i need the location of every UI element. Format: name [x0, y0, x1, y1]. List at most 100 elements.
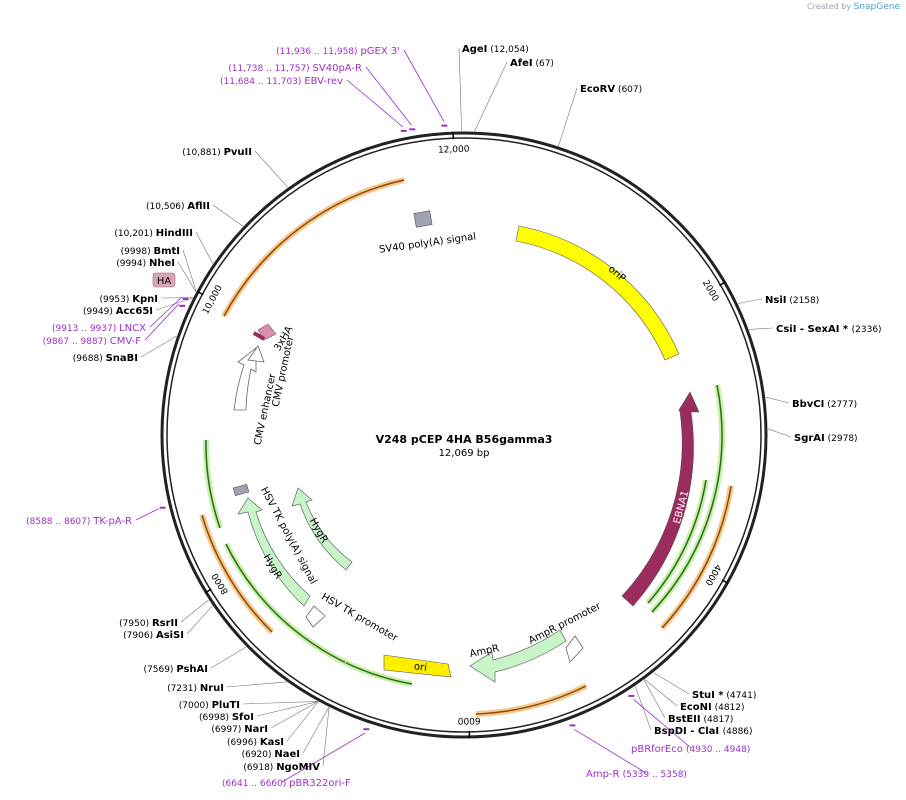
- site-label-ngomiv[interactable]: (6918) NgoMIV: [243, 762, 320, 773]
- site-label-bmti[interactable]: (9998) BmtI: [121, 246, 180, 257]
- site-label-snabi[interactable]: (9688) SnaBI: [73, 353, 138, 364]
- feature-ampr-promoter[interactable]: [565, 635, 584, 663]
- site-line-bbvci: [765, 396, 790, 404]
- site-name-pshai: PshAI: [176, 664, 208, 675]
- primer-label-ebv-rev[interactable]: (11,684 .. 11,703) EBV-rev: [220, 76, 343, 87]
- site-pos-aflii: (10,506): [146, 202, 187, 212]
- site-label-bsteii[interactable]: BstEII (4817): [668, 714, 733, 725]
- feature-cmv-promoter[interactable]: [247, 345, 265, 363]
- site-label-kpni[interactable]: (9953) KpnI: [99, 294, 158, 305]
- backbone-outer: [160, 131, 768, 739]
- site-label-pluti[interactable]: (7000) PluTI: [179, 700, 240, 711]
- feature-sv40-polya[interactable]: [413, 210, 433, 228]
- tick-10000: [196, 290, 204, 296]
- primer-range-ebv-rev: (11,684 .. 11,703): [220, 77, 304, 87]
- primer-line-sv40pa-r: [365, 66, 412, 126]
- site-label-sgrai[interactable]: SgrAI (2978): [794, 433, 858, 444]
- site-pos-afei: (67): [533, 59, 554, 69]
- snapgene-logo: SnapGene: [853, 2, 900, 12]
- site-label-nari[interactable]: (6997) NarI: [211, 724, 268, 735]
- feature-hsv-tk-polya[interactable]: [232, 483, 250, 497]
- site-label-acc65i[interactable]: (9949) Acc65I: [83, 306, 153, 317]
- tick-4000: [721, 579, 729, 585]
- site-label-aflii[interactable]: (10,506) AflII: [146, 201, 210, 212]
- primer-label-amp-r[interactable]: Amp-R (5339 .. 5358): [586, 769, 687, 780]
- primer-label-pgex-3[interactable]: (11,936 .. 11,958) pGEX 3': [276, 46, 400, 57]
- site-pos-nsii: (2158): [786, 296, 819, 306]
- orf-arc-bottom-orange: [475, 683, 588, 717]
- primer-label-pbrforeco[interactable]: pBRforEco (4930 .. 4948): [631, 744, 750, 755]
- site-label-stui[interactable]: StuI * (4741): [692, 690, 756, 701]
- site-label-hindiii[interactable]: (10,201) HindIII: [114, 228, 193, 239]
- site-name-econi: EcoNI: [680, 702, 712, 713]
- site-name-acc65i: Acc65I: [116, 306, 153, 317]
- site-name-afei: AfeI: [510, 58, 533, 69]
- site-line-pvuii: [254, 150, 288, 188]
- site-line-snabi: [140, 335, 177, 358]
- primer-name-ebv-rev: EBV-rev: [304, 76, 343, 87]
- site-label-pshai[interactable]: (7569) PshAI: [144, 664, 208, 675]
- site-name-sgrai: SgrAI: [794, 433, 825, 444]
- primer-label-pbr322ori-f[interactable]: (6641 .. 6660) pBR322ori-F: [222, 778, 351, 789]
- primer-line-pgex-3: [403, 49, 445, 122]
- primer-line-pbr322ori-f: [281, 732, 366, 783]
- primer-line-amp-r: [573, 728, 647, 774]
- feature-ebna1[interactable]: [621, 391, 700, 607]
- feature-hygr-small[interactable]: [291, 487, 353, 571]
- site-label-bbvci[interactable]: BbvCI (2777): [792, 399, 857, 410]
- site-label-nsii[interactable]: NsiI (2158): [765, 295, 819, 306]
- site-line-ecorv: [558, 87, 578, 147]
- backbone-inner: [166, 137, 762, 733]
- feature-hygr-large[interactable]: [237, 497, 311, 607]
- site-name-ecorv: EcoRV: [580, 84, 615, 95]
- primer-label-sv40pa-r[interactable]: (11,738 .. 11,757) SV40pA-R: [228, 63, 362, 74]
- primer-label-cmv-f[interactable]: (9867 .. 9887) CMV-F: [43, 336, 142, 347]
- orf-line-left-orange: [201, 514, 273, 633]
- site-label-pvuii[interactable]: (10,881) PvuII: [182, 147, 252, 158]
- primer-range-pbr322ori-f: (6641 .. 6660): [222, 779, 289, 789]
- primer-label-tk-pa-r[interactable]: (8588 .. 8607) TK-pA-R: [26, 516, 132, 527]
- site-label-csii[interactable]: CsiI - SexAI * (2336): [776, 324, 882, 335]
- site-label-sfoi[interactable]: (6998) SfoI: [199, 712, 254, 723]
- site-pos-asisi: (7906): [123, 631, 156, 641]
- site-line-pluti: [242, 701, 318, 705]
- site-label-afei[interactable]: AfeI (67): [510, 58, 554, 69]
- site-name-stui: StuI *: [692, 690, 724, 701]
- site-label-ecorv[interactable]: EcoRV (607): [580, 84, 642, 95]
- feature-ampr[interactable]: [469, 629, 567, 683]
- site-label-econi[interactable]: EcoNI (4812): [680, 702, 745, 713]
- site-label-bspdi[interactable]: BspDI - ClaI (4886): [654, 726, 753, 737]
- feature-ori[interactable]: [383, 654, 452, 678]
- site-line-ngomiv: [322, 707, 330, 767]
- feature-hsv-tk-promoter[interactable]: [305, 605, 326, 628]
- site-label-nhei[interactable]: (9994) NheI: [116, 258, 175, 269]
- site-pos-rsrii: (7950): [119, 619, 152, 629]
- site-label-kasi[interactable]: (6996) KasI: [227, 737, 284, 748]
- site-pos-ngomiv: (6918): [243, 763, 276, 773]
- site-label-nrui[interactable]: (7231) NruI: [167, 683, 224, 694]
- site-label-rsrii[interactable]: (7950) RsrII: [119, 618, 178, 629]
- site-pos-nari: (6997): [211, 725, 244, 735]
- feature-ha-badge[interactable]: [152, 272, 176, 288]
- site-name-nari: NarI: [244, 724, 268, 735]
- primer-name-pgex-3: pGEX 3': [360, 46, 400, 57]
- primer-label-lncx[interactable]: (9913 .. 9937) LNCX: [52, 323, 146, 334]
- primer-range-cmv-f: (9867 .. 9887): [43, 337, 110, 347]
- site-name-kpni: KpnI: [132, 294, 158, 305]
- site-label-agei[interactable]: AgeI (12,054): [462, 44, 529, 55]
- feature-orip[interactable]: [515, 225, 680, 361]
- site-pos-stui: (4741): [724, 691, 757, 701]
- feature-label-ori: ori: [413, 661, 427, 674]
- site-name-bmti: BmtI: [153, 246, 180, 257]
- site-label-naei[interactable]: (6920) NaeI: [242, 749, 300, 760]
- site-name-pvuii: PvuII: [224, 147, 252, 158]
- site-pos-kpni: (9953): [99, 295, 132, 305]
- site-pos-sgrai: (2978): [825, 434, 858, 444]
- site-label-asisi[interactable]: (7906) AsiSI: [123, 630, 184, 641]
- primer-line-pbrforeco: [633, 698, 692, 749]
- tick-label-12000: 12,000: [438, 145, 470, 156]
- tick-8000: [204, 588, 212, 594]
- site-name-naei: NaeI: [274, 749, 300, 760]
- primer-line-tk-pa-r: [135, 508, 159, 521]
- tick-label-2000: 2000: [700, 279, 720, 304]
